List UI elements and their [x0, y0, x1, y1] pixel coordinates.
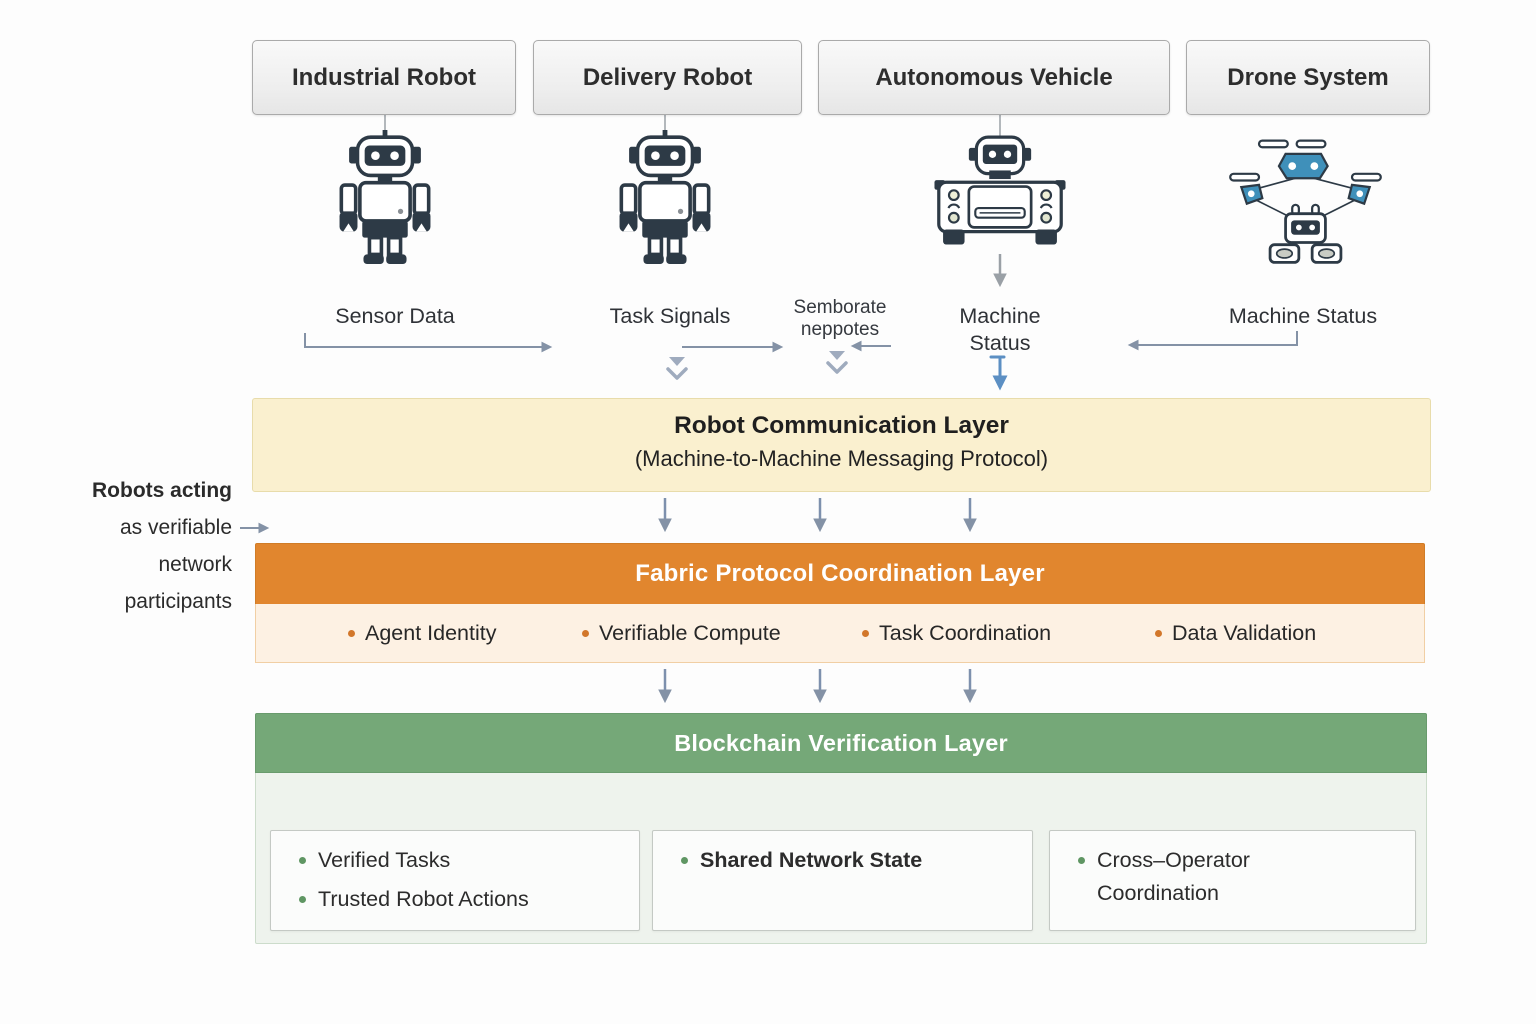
label-machine-status-vehicle: Machine Status: [959, 304, 1041, 355]
node-label: Industrial Robot: [292, 63, 476, 91]
arrow-blue-down: [989, 355, 1008, 391]
arrow-machine-status-right: [1127, 331, 1298, 351]
node-label: Autonomous Vehicle: [875, 63, 1113, 91]
chain-box-cross-operator: Cross–Operator Coordination: [1049, 830, 1416, 931]
chain-item-label: Shared Network State: [700, 848, 923, 872]
arrow-sensor-data: [304, 333, 553, 353]
chain-item: Shared Network State: [681, 844, 1032, 877]
label-garbled: Semborate neppotes: [793, 297, 887, 340]
bullet-icon: [348, 629, 355, 637]
label-machine-status-drone: Machine Status: [1228, 304, 1378, 328]
fabric-item-agent-identity: Agent Identity: [348, 604, 496, 662]
bullet-icon: [681, 857, 688, 864]
chain-item-label: Trusted Robot Actions: [318, 887, 529, 911]
node-delivery-robot: Delivery Robot: [533, 40, 802, 115]
communication-layer-subtitle: (Machine-to-Machine Messaging Protocol): [634, 446, 1049, 471]
fabric-item-label: Agent Identity: [365, 620, 497, 645]
node-label: Delivery Robot: [582, 63, 753, 91]
side-note-line: Robots acting: [92, 479, 232, 502]
blockchain-layer-title: Blockchain Verification Layer: [674, 729, 1008, 756]
fabric-layer-body: Agent Identity Verifiable Compute Task C…: [255, 604, 1425, 663]
communication-layer-title: Robot Communication Layer: [674, 412, 1009, 439]
fabric-layer-title: Fabric Protocol Coordination Layer: [635, 560, 1045, 587]
bullet-icon: [1078, 857, 1085, 864]
side-note: Robots acting as verifiable network part…: [46, 472, 232, 620]
fabric-item-label: Task Coordination: [879, 620, 1052, 645]
fabric-item-label: Verifiable Compute: [599, 620, 781, 645]
fabric-layer-header: Fabric Protocol Coordination Layer: [255, 543, 1425, 604]
fabric-item-verifiable-compute: Verifiable Compute: [582, 604, 781, 662]
bullet-icon: [1155, 629, 1162, 637]
drone-system-icon: [1228, 136, 1383, 272]
chain-box-shared-network-state: Shared Network State: [652, 830, 1033, 931]
communication-layer: Robot Communication Layer (Machine-to-Ma…: [252, 398, 1431, 492]
node-autonomous-vehicle: Autonomous Vehicle: [818, 40, 1170, 115]
blockchain-layer: Blockchain Verification Layer Verified T…: [255, 713, 1427, 944]
fabric-item-label: Data Validation: [1172, 620, 1317, 645]
chain-item: Cross–Operator Coordination: [1078, 844, 1415, 910]
fabric-layer: Fabric Protocol Coordination Layer Agent…: [255, 543, 1425, 663]
arrows-fabric-to-chain: [658, 669, 977, 704]
side-note-line: participants: [124, 590, 232, 613]
label-task-signals: Task Signals: [609, 304, 731, 328]
label-sensor-data: Sensor Data: [335, 304, 455, 328]
fabric-item-task-coordination: Task Coordination: [862, 604, 1051, 662]
node-industrial-robot: Industrial Robot: [252, 40, 516, 115]
bullet-icon: [299, 896, 306, 903]
autonomous-vehicle-icon: [930, 135, 1070, 256]
chain-item-label: Verified Tasks: [318, 848, 451, 872]
bullet-icon: [299, 857, 306, 864]
bullet-icon: [582, 629, 589, 637]
industrial-robot-icon: [325, 130, 445, 269]
side-note-line: network: [158, 553, 232, 576]
side-note-line: as verifiable: [119, 516, 232, 539]
delivery-robot-icon: [605, 130, 725, 269]
chevron-down-icon: [666, 351, 848, 380]
chain-box-verified-tasks: Verified Tasks Trusted Robot Actions: [270, 830, 640, 931]
fabric-item-data-validation: Data Validation: [1155, 604, 1316, 662]
node-drone-system: Drone System: [1186, 40, 1430, 115]
arrows-comm-to-fabric: [658, 498, 977, 533]
chain-item: Verified Tasks: [299, 844, 639, 877]
chain-item: Trusted Robot Actions: [299, 883, 639, 916]
node-label: Drone System: [1227, 63, 1389, 91]
bullet-icon: [862, 629, 869, 637]
blockchain-layer-header: Blockchain Verification Layer: [255, 713, 1427, 773]
chain-item-label: Cross–Operator Coordination: [1097, 848, 1250, 905]
